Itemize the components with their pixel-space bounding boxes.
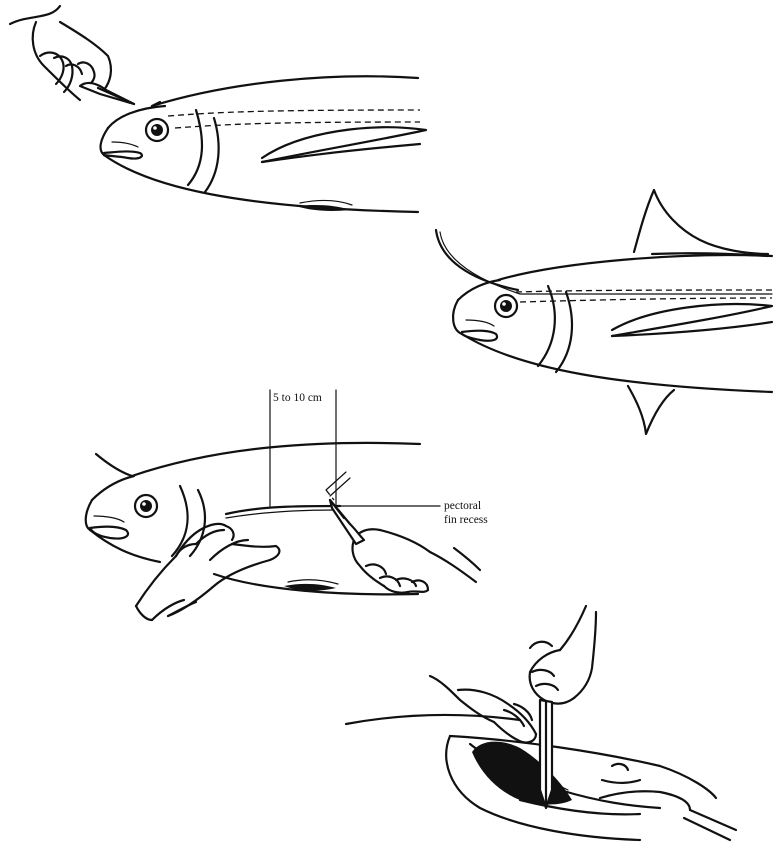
fin-recess-label-line2: fin recess (444, 514, 488, 526)
panel-2-fish-wire (436, 190, 772, 434)
panel-3-fish-measurement: 5 to 10 cm pectoral fin recess (86, 390, 489, 620)
measurement-label: 5 to 10 cm (273, 392, 322, 404)
panel-4-gutting (346, 606, 736, 840)
fin-recess-label-line1: pectoral (444, 500, 481, 512)
panel-1-fish-head (10, 6, 426, 212)
